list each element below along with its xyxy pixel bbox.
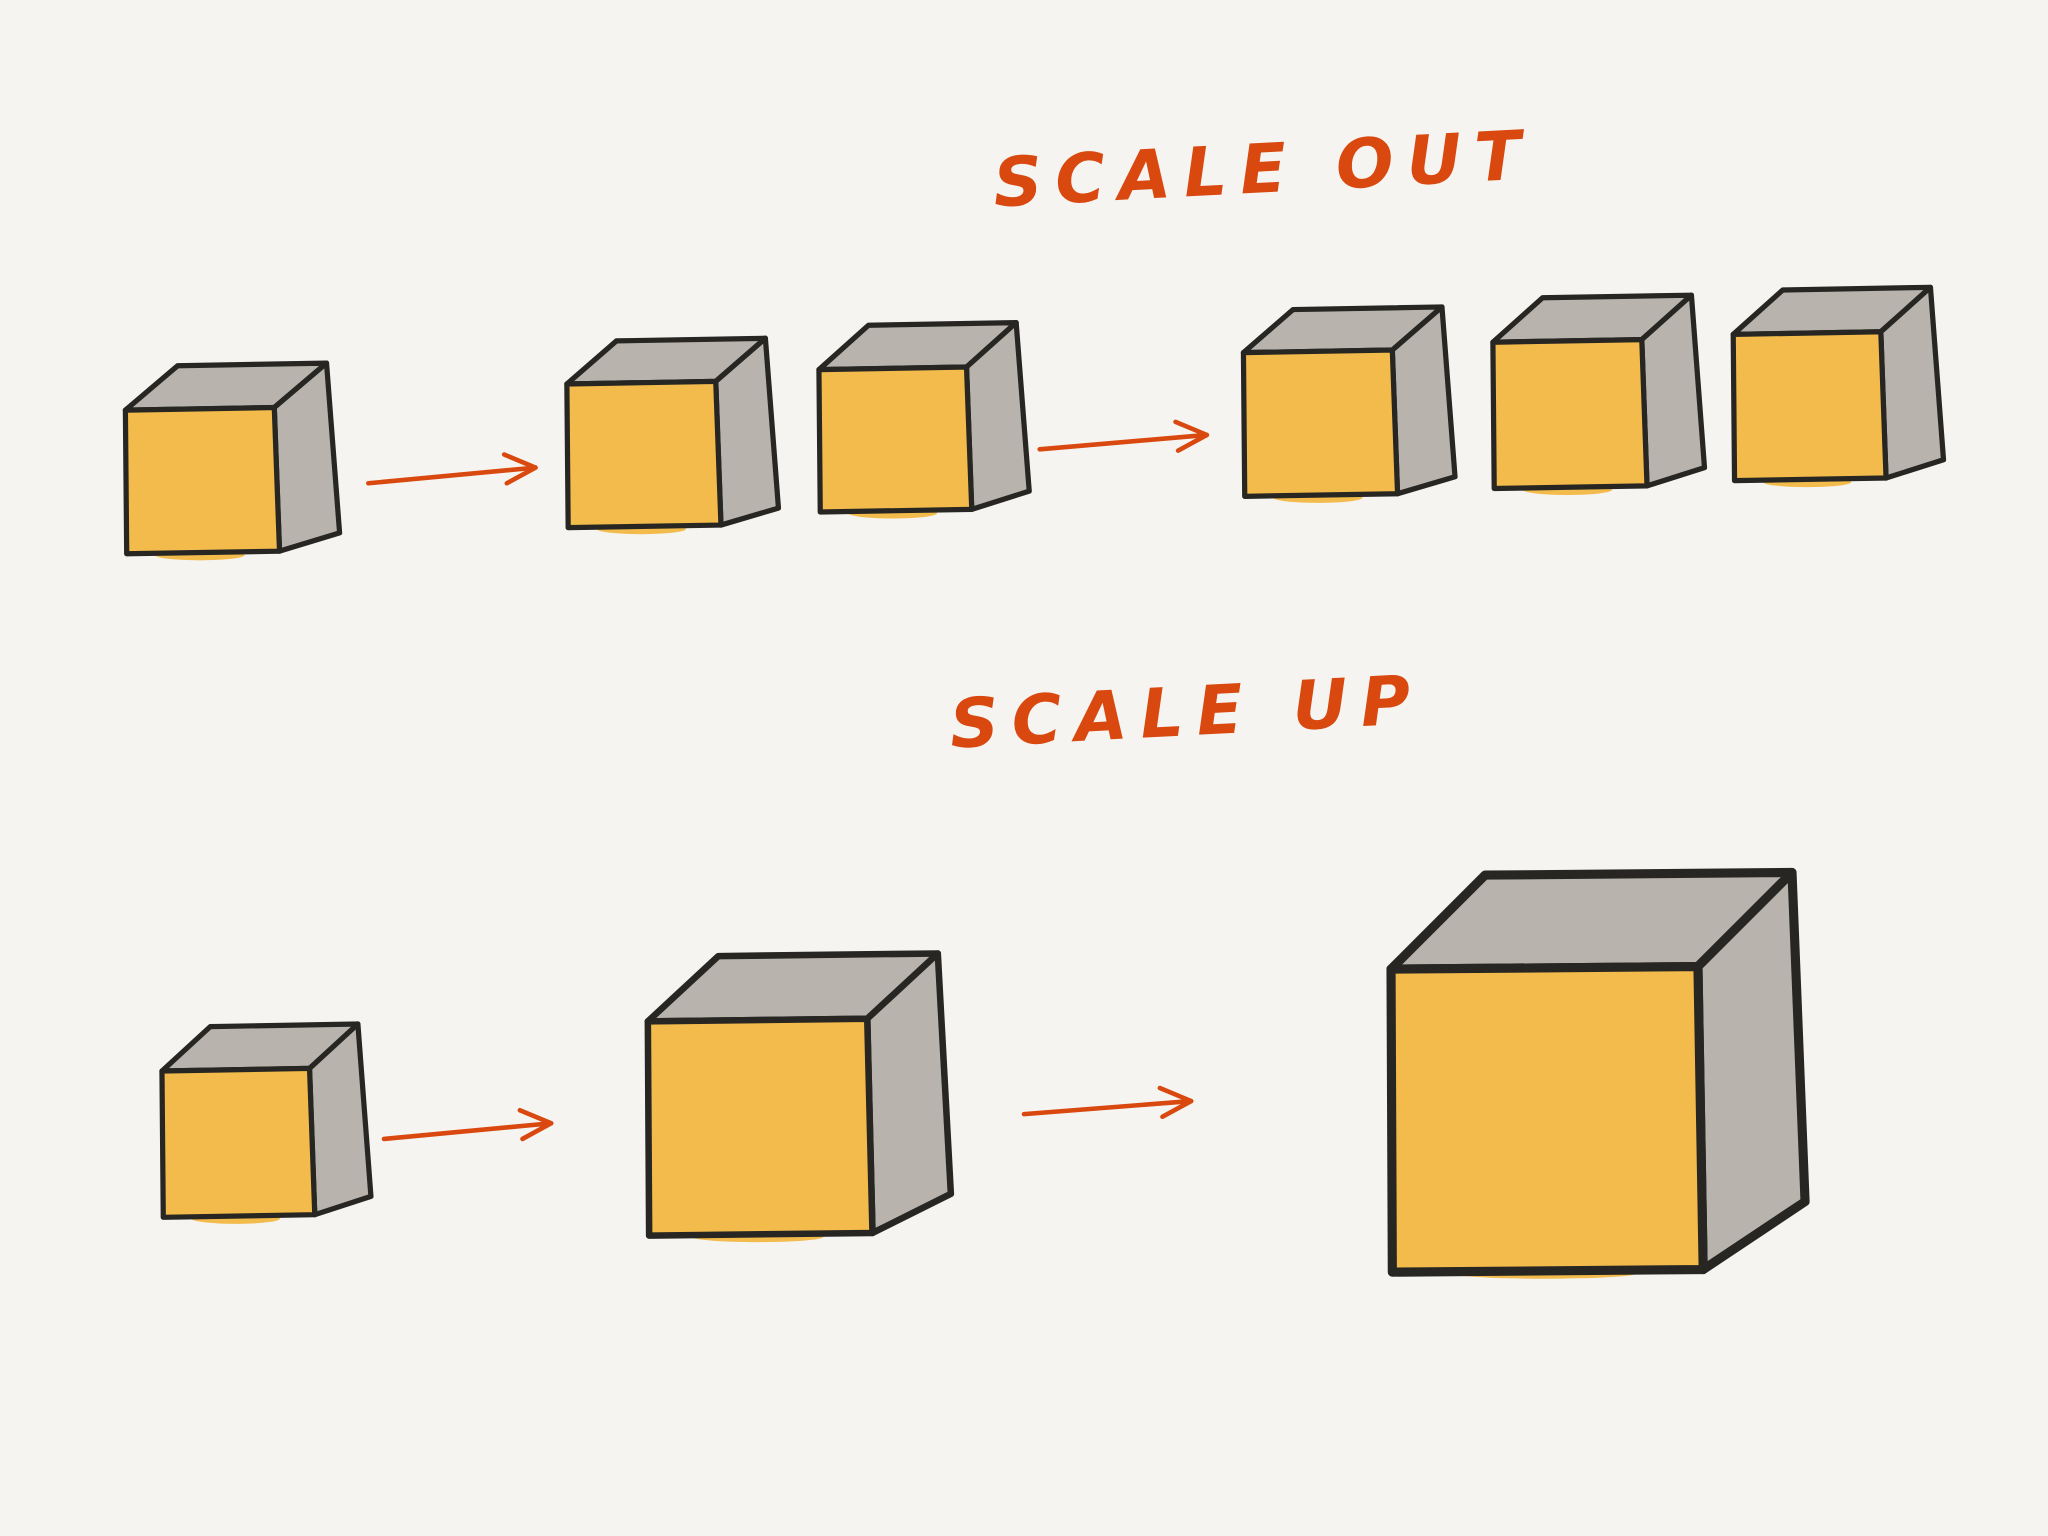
scale-out-cube-2 — [564, 335, 782, 535]
cube-front-face — [1730, 329, 1889, 484]
cubes-group — [122, 284, 1947, 1279]
arrow-scale-out-2 — [1037, 419, 1210, 453]
scale-up-cube-medium — [644, 950, 955, 1243]
arrows-group — [366, 419, 1210, 1142]
arrow-head-icon — [501, 452, 538, 486]
arrow-scale-up-1 — [381, 1107, 554, 1142]
arrow-shaft — [1037, 432, 1210, 452]
cube-front-face — [1490, 336, 1650, 492]
scale-out-cube-6 — [1730, 284, 1947, 488]
arrow-scale-out-1 — [366, 452, 538, 486]
scale-up-cube-large — [1386, 867, 1810, 1279]
scale-out-cube-1 — [122, 360, 343, 561]
cube-front-face — [816, 364, 975, 515]
heading-scale-out: SCALE OUT — [991, 116, 1536, 223]
scale-out-cube-4 — [1240, 304, 1458, 503]
arrow-shaft — [1021, 1098, 1194, 1117]
cube-front-face — [564, 378, 724, 531]
cube-front-face — [1386, 961, 1708, 1277]
cube-front-face — [644, 1015, 876, 1239]
arrow-head-icon — [517, 1107, 554, 1142]
scale-out-cube-3 — [816, 320, 1032, 519]
arrow-scale-up-2 — [1021, 1085, 1194, 1120]
arrow-shaft — [366, 465, 538, 486]
arrow-head-icon — [1173, 419, 1210, 453]
arrow-shaft — [381, 1120, 554, 1142]
scale-up-cube-small — [159, 1021, 374, 1224]
scale-out-cube-5 — [1490, 292, 1708, 496]
cube-front-face — [159, 1065, 318, 1220]
arrow-head-icon — [1157, 1085, 1194, 1120]
heading-scale-up: SCALE UP — [948, 661, 1425, 765]
cube-front-face — [122, 404, 283, 557]
cube-front-face — [1240, 347, 1401, 499]
